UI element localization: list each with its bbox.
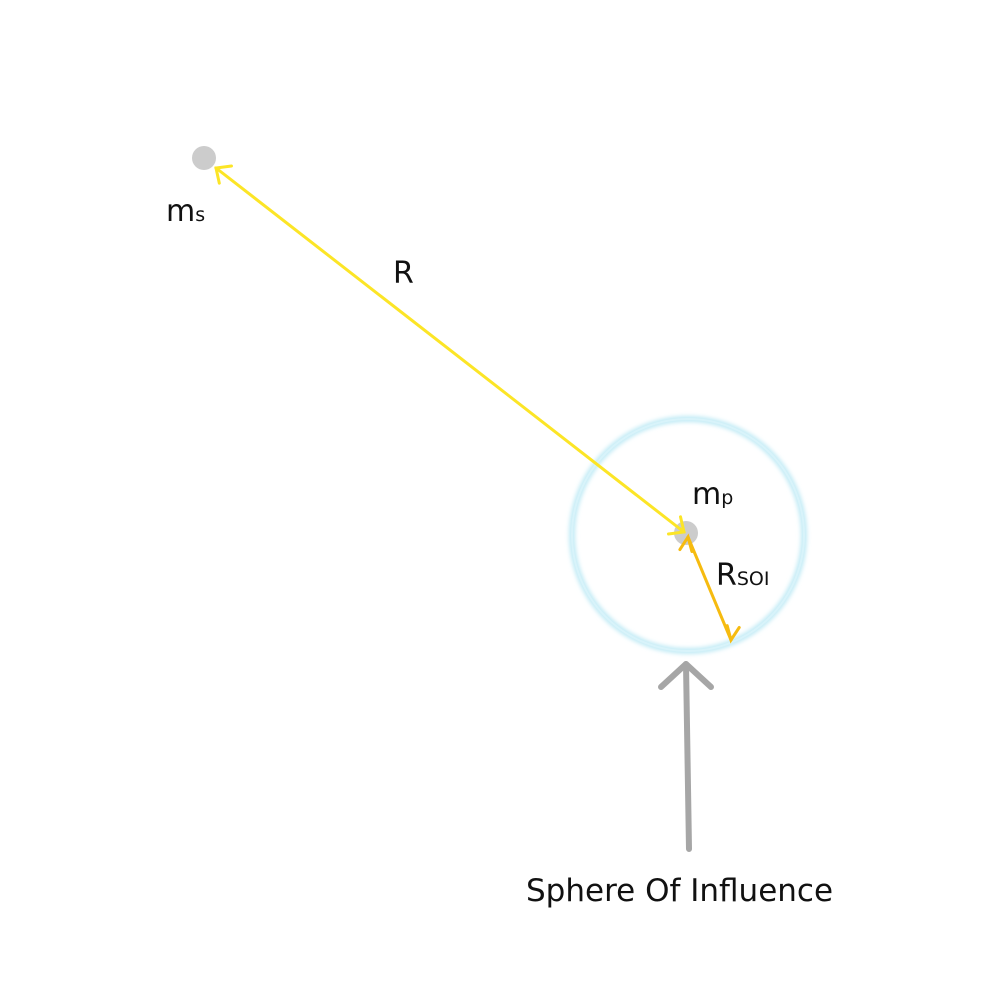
soi-radius-label: RSOI (716, 561, 769, 591)
distance-arrow (214, 164, 686, 536)
soi-arrowhead-planet (678, 533, 694, 553)
star-body (192, 146, 216, 170)
distance-arrowhead-planet (667, 515, 686, 536)
distance-arrowhead-star (214, 164, 233, 185)
planet-mass-subscript: p (721, 487, 734, 509)
soi-radius-subscript: SOI (736, 568, 770, 590)
soi-radius-arrow (678, 533, 741, 644)
soi-radius-symbol: R (716, 558, 737, 593)
star-mass-label: ms (166, 197, 205, 227)
star-mass-symbol: m (166, 194, 196, 229)
sphere-of-influence-caption: Sphere Of Influence (526, 873, 834, 909)
sphere-of-influence-circle-core (571, 418, 805, 652)
planet-mass-symbol: m (692, 477, 722, 512)
pointer-arrow (658, 661, 714, 852)
star-mass-subscript: s (195, 204, 206, 226)
planet-mass-label: mp (692, 480, 733, 510)
soi-arrowhead-edge (725, 624, 741, 644)
distance-label: R (393, 256, 414, 291)
